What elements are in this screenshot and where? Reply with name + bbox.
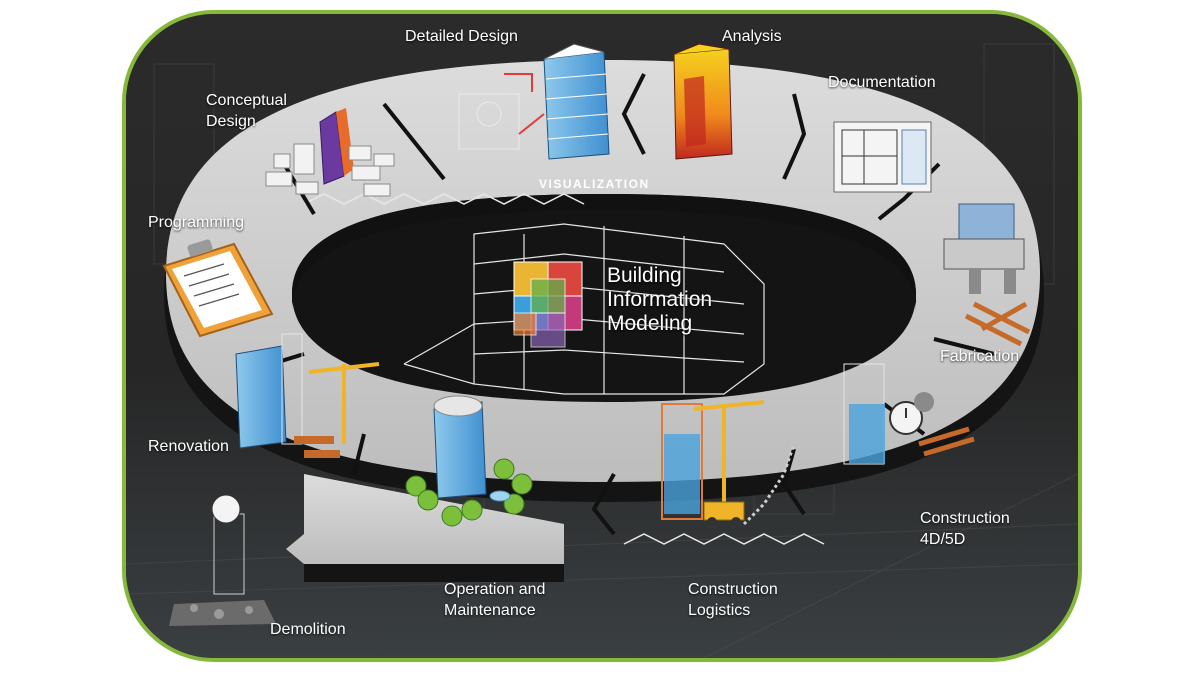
label-fabrication: Fabrication [940,348,1020,365]
construction-4d5d-building-icon [843,363,975,465]
bim-title: Building Information Modeling [607,264,712,336]
label-conceptual-design: Conceptual Design [206,92,287,130]
documentation-drawing-icon [833,121,932,193]
conceptual-design-massing-icon [265,108,395,197]
logistics-building-crane-icon [661,400,796,527]
fabrication-machine-icon [943,203,1031,347]
detailed-design-building-icon [458,43,610,160]
analysis-heatmap-building-icon [673,43,733,160]
bim-title-line-2: Information [607,288,713,311]
renovation-building-crane-icon [235,333,380,458]
label-operation-maintenance: Operation and Maintenance [444,581,546,619]
label-analysis: Analysis [722,28,782,45]
programming-clipboard-icon [162,239,274,338]
bim-title-line-1: Building [607,264,682,287]
label-detailed-design: Detailed Design [405,28,518,45]
label-demolition: Demolition [270,621,346,638]
operation-building-trees-icon [405,395,533,527]
label-construction-4d5d: Construction 4D/5D [920,510,1010,548]
rounded-frame: VISUALIZATION Building Information Model… [122,10,1082,662]
label-renovation: Renovation [148,438,229,455]
bim-title-line-3: Modeling [607,312,693,335]
label-documentation: Documentation [828,74,936,91]
diagram-canvas: VISUALIZATION [126,14,1078,658]
bim-cube-logo [513,261,583,348]
label-construction-logistics: Construction Logistics [688,581,778,619]
label-programming: Programming [148,214,245,231]
demolition-debris-icon [169,494,276,626]
visualization-caption: VISUALIZATION [539,177,650,191]
